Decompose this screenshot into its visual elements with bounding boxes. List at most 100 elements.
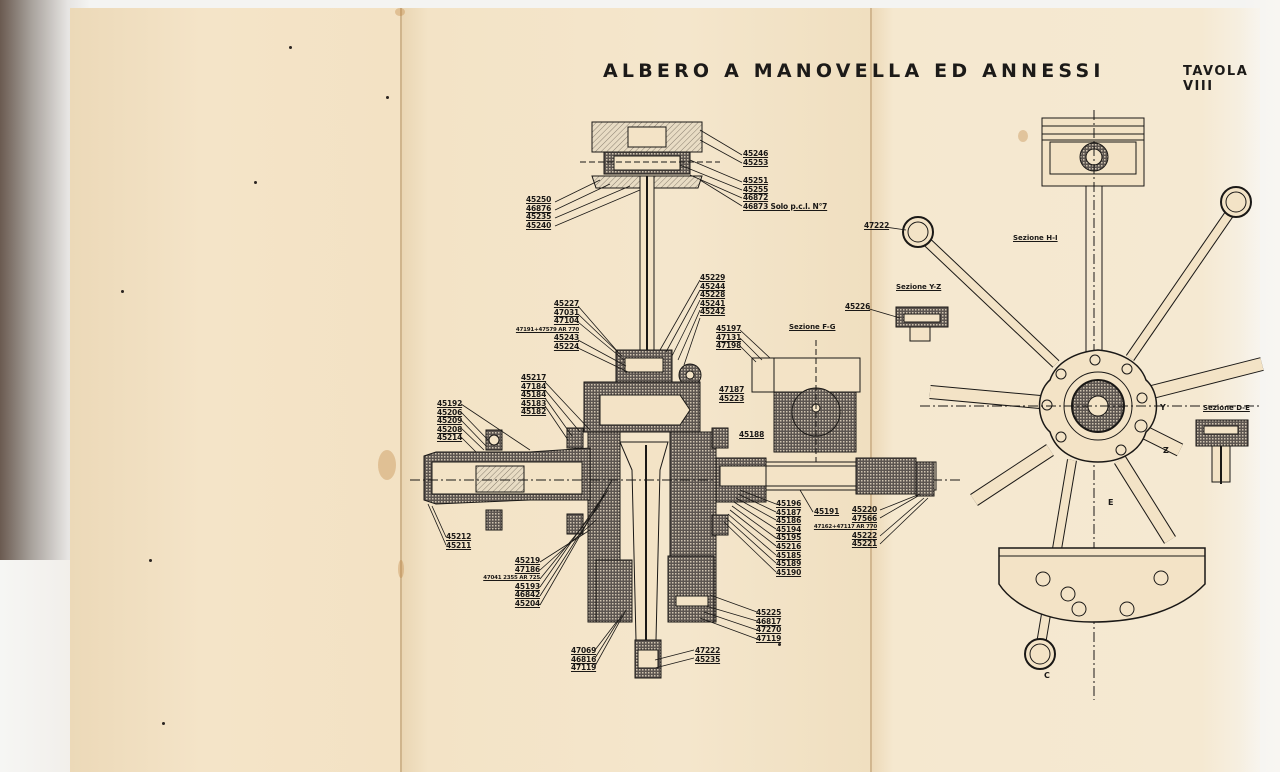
section-y-z-part-number: 45226: [845, 302, 871, 311]
part-number: 45224: [553, 341, 579, 351]
stain: [395, 8, 405, 16]
part-number: 45242: [700, 307, 726, 317]
crank-lower-right-labels: 45225 46817 47270 47119: [756, 609, 781, 643]
rear-shaft-labels-right: 45220 47566 47162+47117 AR 770 45222 452…: [813, 505, 877, 549]
part-number: 45184: [521, 390, 547, 400]
part-number: 45204: [514, 598, 540, 608]
part-number: 45209: [437, 416, 463, 426]
piston-top-labels-right-a: 45246 45253: [743, 150, 768, 167]
part-number: 45227: [553, 299, 579, 308]
part-number: 45235: [695, 654, 721, 664]
part-number: 45253: [743, 157, 769, 167]
part-number: 45194: [776, 524, 802, 534]
part-number: 46876: [526, 203, 552, 213]
part-number: 45217: [521, 373, 547, 382]
section-label-f-g: Sezione F-G: [789, 323, 836, 331]
part-number: 45221: [851, 539, 877, 549]
speck: [386, 96, 389, 99]
part-number: 45190: [776, 567, 802, 577]
part-number: 47069: [571, 646, 597, 655]
nose-labels: 45212 45211: [446, 533, 471, 550]
plate-title: ALBERO A MANOVELLA ED ANNESSI: [603, 60, 1105, 82]
part-number: 45212: [446, 532, 472, 541]
part-number: 45183: [521, 398, 547, 408]
part-number: 45222: [851, 530, 877, 540]
rear-shaft-labels-left: 45196 45187 45186 45194 45195 45216 4518…: [776, 500, 801, 577]
front-bearing-labels: 45192 45206 45209 45208 45214: [437, 400, 462, 443]
blank-panel-left: [70, 8, 400, 772]
part-number: 47031: [553, 307, 579, 317]
part-number: 47222: [695, 646, 721, 655]
part-number: 45228: [700, 290, 726, 300]
part-number: 45241: [700, 298, 726, 308]
part-number: 45192: [437, 399, 463, 408]
part-number: 47104: [553, 316, 579, 326]
marker-z: Z: [1163, 446, 1169, 455]
speck: [778, 643, 781, 646]
part-number: 47187: [719, 385, 745, 394]
part-number: 45251: [743, 176, 769, 185]
part-number: 47270: [756, 625, 782, 635]
web-bottom-labels: 47069 46816 47119: [571, 647, 596, 673]
part-number: 47131: [716, 332, 742, 342]
part-number: 47119: [571, 663, 597, 673]
radial-rod-part-number: 47222: [864, 221, 890, 230]
speck: [149, 559, 152, 562]
part-number: 45250: [526, 195, 552, 204]
part-number: 47566: [851, 513, 877, 523]
part-number-45188: 45188: [739, 430, 765, 439]
part-number: 45187: [776, 507, 802, 517]
speck: [289, 46, 292, 49]
speck: [162, 722, 165, 725]
counterweight-labels: 45197 47131 47198: [716, 325, 741, 351]
part-number: 45216: [776, 541, 802, 551]
stain: [398, 560, 404, 578]
stain: [1018, 130, 1028, 142]
part-number: 45195: [776, 533, 802, 543]
part-number: 45197: [716, 324, 742, 333]
counterweight-lower-labels: 47187 45223: [719, 386, 744, 403]
piston-top-labels-left: 45250 46876 45235 45240: [526, 196, 551, 230]
page-edge-fade: [1240, 0, 1280, 772]
rod-upper-labels-left: 45227 47031 47104 47191+47579 AR 770 452…: [515, 299, 579, 352]
part-number: 46873 Solo p.c.l. N°7: [743, 201, 828, 211]
part-number: 46872: [743, 193, 769, 203]
section-label-d-e: Sezione D-E: [1203, 404, 1250, 412]
speck: [121, 290, 124, 293]
part-number: 45193: [514, 581, 540, 591]
part-number: 45243: [553, 333, 579, 343]
section-label-h-i: Sezione H-I: [1013, 234, 1058, 242]
marker-e: E: [1108, 498, 1114, 507]
marker-y: Y: [1160, 403, 1166, 412]
part-number: 45246: [743, 149, 769, 158]
part-number: 45186: [776, 516, 802, 526]
part-number: 45208: [437, 424, 463, 434]
crank-lower-left-labels: 45219 47186 47041 2355 AR 725 45193 4684…: [476, 557, 540, 609]
part-number: 45211: [446, 540, 472, 550]
part-number: 45182: [521, 407, 547, 417]
part-number: 47191+47579 AR 770: [515, 326, 579, 333]
piston-top-labels-right-b: 45251 45255 46872 46873 Solo p.c.l. N°7: [743, 177, 827, 211]
part-number: 45220: [851, 505, 877, 514]
part-number: 45196: [776, 499, 802, 508]
part-number: 45206: [437, 407, 463, 417]
section-label-y-z: Sezione Y-Z: [896, 283, 942, 291]
part-number: 47184: [521, 381, 547, 391]
part-number: 45219: [514, 556, 540, 565]
part-number: 46817: [756, 616, 782, 626]
part-number: 45235: [526, 212, 552, 222]
speck: [254, 181, 257, 184]
fold-line: [870, 8, 872, 772]
part-number: 46842: [514, 590, 540, 600]
part-number: 47198: [716, 341, 742, 351]
big-end-labels: 47222 45235: [695, 647, 720, 664]
part-number: 47162+47117 AR 770: [813, 524, 877, 531]
part-number: 45240: [526, 220, 552, 230]
part-number: 45225: [756, 608, 782, 617]
part-number: 47041 2355 AR 725: [483, 575, 540, 582]
part-number: 47186: [514, 564, 540, 574]
part-number: 45214: [437, 433, 463, 443]
part-number: 45255: [743, 184, 769, 194]
part-number: 45244: [700, 281, 726, 291]
